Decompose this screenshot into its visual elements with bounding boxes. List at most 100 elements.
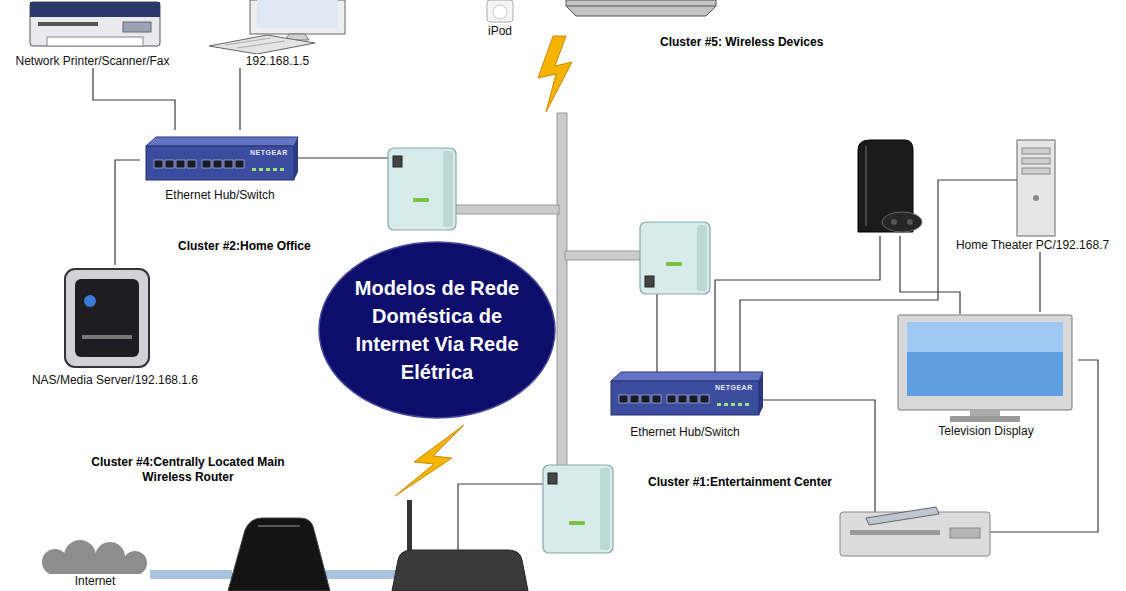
network-cable	[1039, 252, 1040, 312]
ethernet-port	[393, 156, 402, 167]
laptop-icon	[566, 0, 716, 16]
title-ellipse: Modelos de Rede Doméstica de Internet Vi…	[317, 240, 557, 420]
printer-panel	[123, 22, 151, 32]
network-cable	[458, 484, 545, 552]
device-caption: Television Display	[895, 424, 1077, 438]
tv-frame	[898, 315, 1072, 410]
status-light	[666, 262, 682, 266]
drive-bay	[1022, 168, 1050, 174]
ellipse-shape	[317, 240, 557, 420]
ethernet-port	[187, 160, 196, 168]
router-antenna	[407, 500, 412, 558]
network-cable	[239, 68, 240, 130]
wireless-signal-bolt	[538, 36, 572, 112]
tv-screen-glare	[907, 322, 1063, 352]
printer-slot	[38, 22, 98, 26]
device-node: 192.168.1.5	[205, 0, 350, 68]
pc-icon	[205, 0, 350, 54]
tv-stand	[970, 410, 1000, 416]
tower-icon	[945, 138, 1120, 238]
power-line-bus	[557, 113, 567, 473]
cluster-label: Cluster #4:Centrally Located Main Wirele…	[68, 455, 308, 485]
port-light	[738, 403, 742, 406]
cluster-label: Cluster #5: Wireless Devices	[660, 35, 823, 50]
port-light	[266, 168, 270, 171]
device-node: NAS/Media Server/192.168.1.6	[20, 265, 210, 387]
powerline-adapter	[640, 222, 710, 294]
cluster-label: Cluster #1:Entertainment Center	[648, 475, 832, 490]
internet-cloud	[53, 562, 137, 574]
switch-side	[294, 137, 298, 180]
brand-logo: NETGEAR	[715, 384, 753, 392]
cluster-label: Cluster #2:Home Office	[178, 239, 311, 254]
controller-stick	[907, 219, 913, 225]
dvd-player-icon	[840, 512, 990, 556]
network-cable	[115, 160, 140, 265]
ethernet-port	[213, 160, 222, 168]
router-icon	[392, 550, 528, 591]
nas-front	[75, 279, 139, 357]
device-caption: NAS/Media Server/192.168.1.6	[20, 373, 210, 387]
internet-line	[325, 570, 397, 579]
device-node: iPod	[460, 0, 540, 38]
printer-scanner-lid	[30, 2, 160, 17]
ethernet-port	[224, 160, 233, 168]
switch-icon	[140, 130, 300, 188]
device-node: Network Printer/Scanner/Fax	[5, 0, 180, 68]
ipod-wheel	[493, 5, 507, 19]
printer-paper-tray	[47, 37, 143, 46]
network-cable	[298, 157, 390, 158]
ipod-body	[487, 0, 513, 22]
brand-logo: NETGEAR	[250, 149, 288, 157]
device-caption: Ethernet Hub/Switch	[605, 425, 765, 439]
disc-slot	[850, 530, 940, 535]
port-light	[259, 168, 263, 171]
powerline-adapter-side	[600, 468, 610, 550]
power-button	[1033, 195, 1039, 201]
device-node: Ethernet Hub/Switch	[140, 130, 300, 202]
device-caption: 192.168.1.5	[205, 54, 350, 68]
switch-front	[146, 146, 294, 180]
ethernet-port	[630, 395, 639, 403]
remote-control	[866, 507, 939, 525]
ethernet-port	[202, 160, 211, 168]
powerline-adapter-side	[697, 225, 707, 291]
title-text: Modelos de Rede Doméstica de Internet Vi…	[342, 274, 532, 386]
ethernet-port	[645, 276, 654, 287]
status-light	[569, 521, 585, 525]
device-node: Home Theater PC/192.168.7	[945, 138, 1120, 252]
device-caption: iPod	[460, 24, 540, 38]
device-caption: Home Theater PC/192.168.7	[945, 238, 1120, 252]
controller-stick	[891, 219, 897, 225]
ellipse-fill	[319, 242, 555, 418]
ethernet-port	[548, 473, 557, 484]
nas-case	[65, 269, 149, 367]
ethernet-port	[652, 395, 661, 403]
port-light	[717, 403, 721, 406]
pc-tower	[1017, 140, 1055, 236]
ethernet-port	[700, 395, 709, 403]
powerline-adapter	[543, 465, 613, 553]
power-line-branch	[455, 205, 559, 214]
ethernet-port	[689, 395, 698, 403]
switch-side	[759, 372, 763, 415]
tv-icon	[895, 312, 1077, 424]
powerline-adapter-side	[443, 151, 453, 227]
network-cable	[900, 236, 960, 314]
modem-highlight	[258, 525, 300, 527]
ethernet-port	[154, 160, 163, 168]
keyboard-keys	[237, 41, 285, 48]
ethernet-port	[165, 160, 174, 168]
drive-bay	[1022, 158, 1050, 164]
device-node: Television Display	[895, 312, 1077, 438]
device-caption: Ethernet Hub/Switch	[140, 188, 300, 202]
laptop-hinge	[566, 6, 716, 7]
device-caption: Internet	[25, 574, 165, 588]
tv-screen	[907, 322, 1063, 396]
powerline-adapter	[388, 148, 456, 230]
port-light	[745, 403, 749, 406]
ethernet-port	[641, 395, 650, 403]
